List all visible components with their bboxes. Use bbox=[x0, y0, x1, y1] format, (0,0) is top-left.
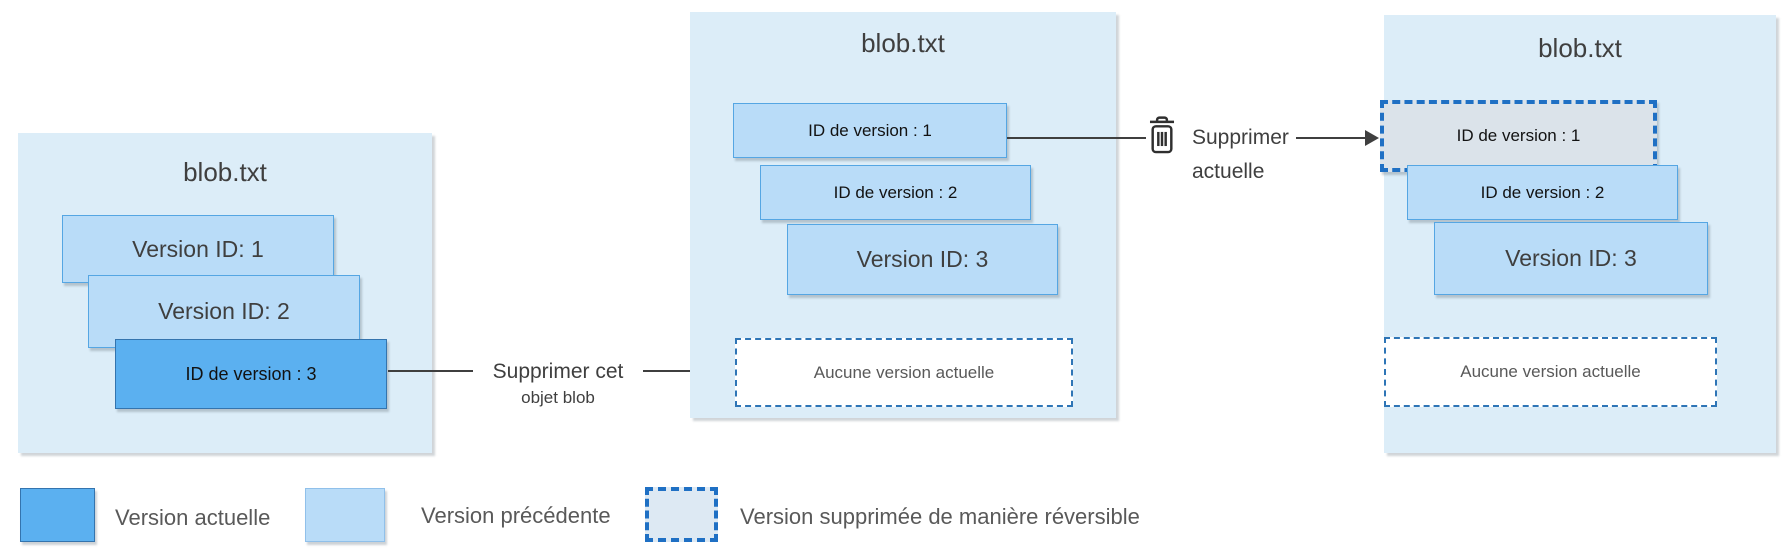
version-box: Version ID: 1 bbox=[62, 215, 334, 283]
trash-icon bbox=[1149, 116, 1175, 154]
panel-title: blob.txt bbox=[861, 28, 945, 58]
legend-label-soft-deleted: Version supprimée de manière réversible bbox=[740, 504, 1140, 529]
panel-title: blob.txt bbox=[1538, 33, 1622, 63]
legend-swatch-soft-deleted bbox=[645, 487, 718, 542]
version-box: Version ID: 3 bbox=[1434, 222, 1708, 295]
legend-swatch-current bbox=[20, 488, 95, 542]
panel-title: blob.txt bbox=[183, 157, 267, 187]
soft-deleted-version-box: ID de version : 1 bbox=[1380, 100, 1657, 172]
annotation-delete-blob-line1: Supprimer cet bbox=[492, 360, 624, 383]
arrow-line bbox=[388, 370, 473, 372]
version-box: ID de version : 2 bbox=[1407, 165, 1678, 220]
no-current-version-label: Aucune version actuelle bbox=[813, 362, 995, 382]
version-box: ID de version : 2 bbox=[760, 165, 1031, 220]
version-box-label: ID de version : 1 bbox=[1456, 126, 1581, 145]
legend-label-previous: Version précédente bbox=[421, 503, 611, 528]
no-current-version-label: Aucune version actuelle bbox=[1460, 362, 1641, 381]
annotation-delete-blob-line2: objet blob bbox=[521, 388, 595, 407]
soft-deleted-version-inner: ID de version : 1 bbox=[1380, 100, 1657, 172]
current-version-box: ID de version : 3 bbox=[115, 339, 387, 409]
no-current-version-box: Aucune version actuelle bbox=[735, 338, 1073, 407]
legend-label-current: Version actuelle bbox=[115, 505, 271, 530]
version-box-label: Version ID: 3 bbox=[1505, 245, 1637, 271]
version-box-label: ID de version : 2 bbox=[1480, 182, 1605, 202]
arrow-line bbox=[1007, 137, 1146, 139]
no-current-version-box: Aucune version actuelle bbox=[1384, 337, 1717, 407]
version-box-label: Version ID: 3 bbox=[856, 246, 989, 272]
version-box-label: Version ID: 1 bbox=[132, 235, 264, 262]
arrow-line bbox=[1296, 137, 1366, 139]
legend-swatch-soft-deleted-inner bbox=[645, 487, 718, 542]
version-box: Version ID: 2 bbox=[88, 275, 360, 348]
version-box-label: ID de version : 3 bbox=[185, 363, 317, 384]
version-box-label: Version ID: 2 bbox=[158, 298, 290, 324]
version-box: Version ID: 3 bbox=[787, 224, 1058, 295]
annotation-delete-current-line1: Supprimer bbox=[1192, 126, 1289, 149]
version-box-label: ID de version : 1 bbox=[808, 120, 932, 140]
version-box-label: ID de version : 2 bbox=[833, 182, 958, 202]
arrowhead-icon bbox=[1365, 130, 1379, 146]
version-box: ID de version : 1 bbox=[733, 103, 1007, 158]
annotation-delete-current-line2: actuelle bbox=[1192, 160, 1265, 183]
arrow-line bbox=[643, 370, 723, 372]
legend-swatch-previous bbox=[305, 488, 385, 542]
